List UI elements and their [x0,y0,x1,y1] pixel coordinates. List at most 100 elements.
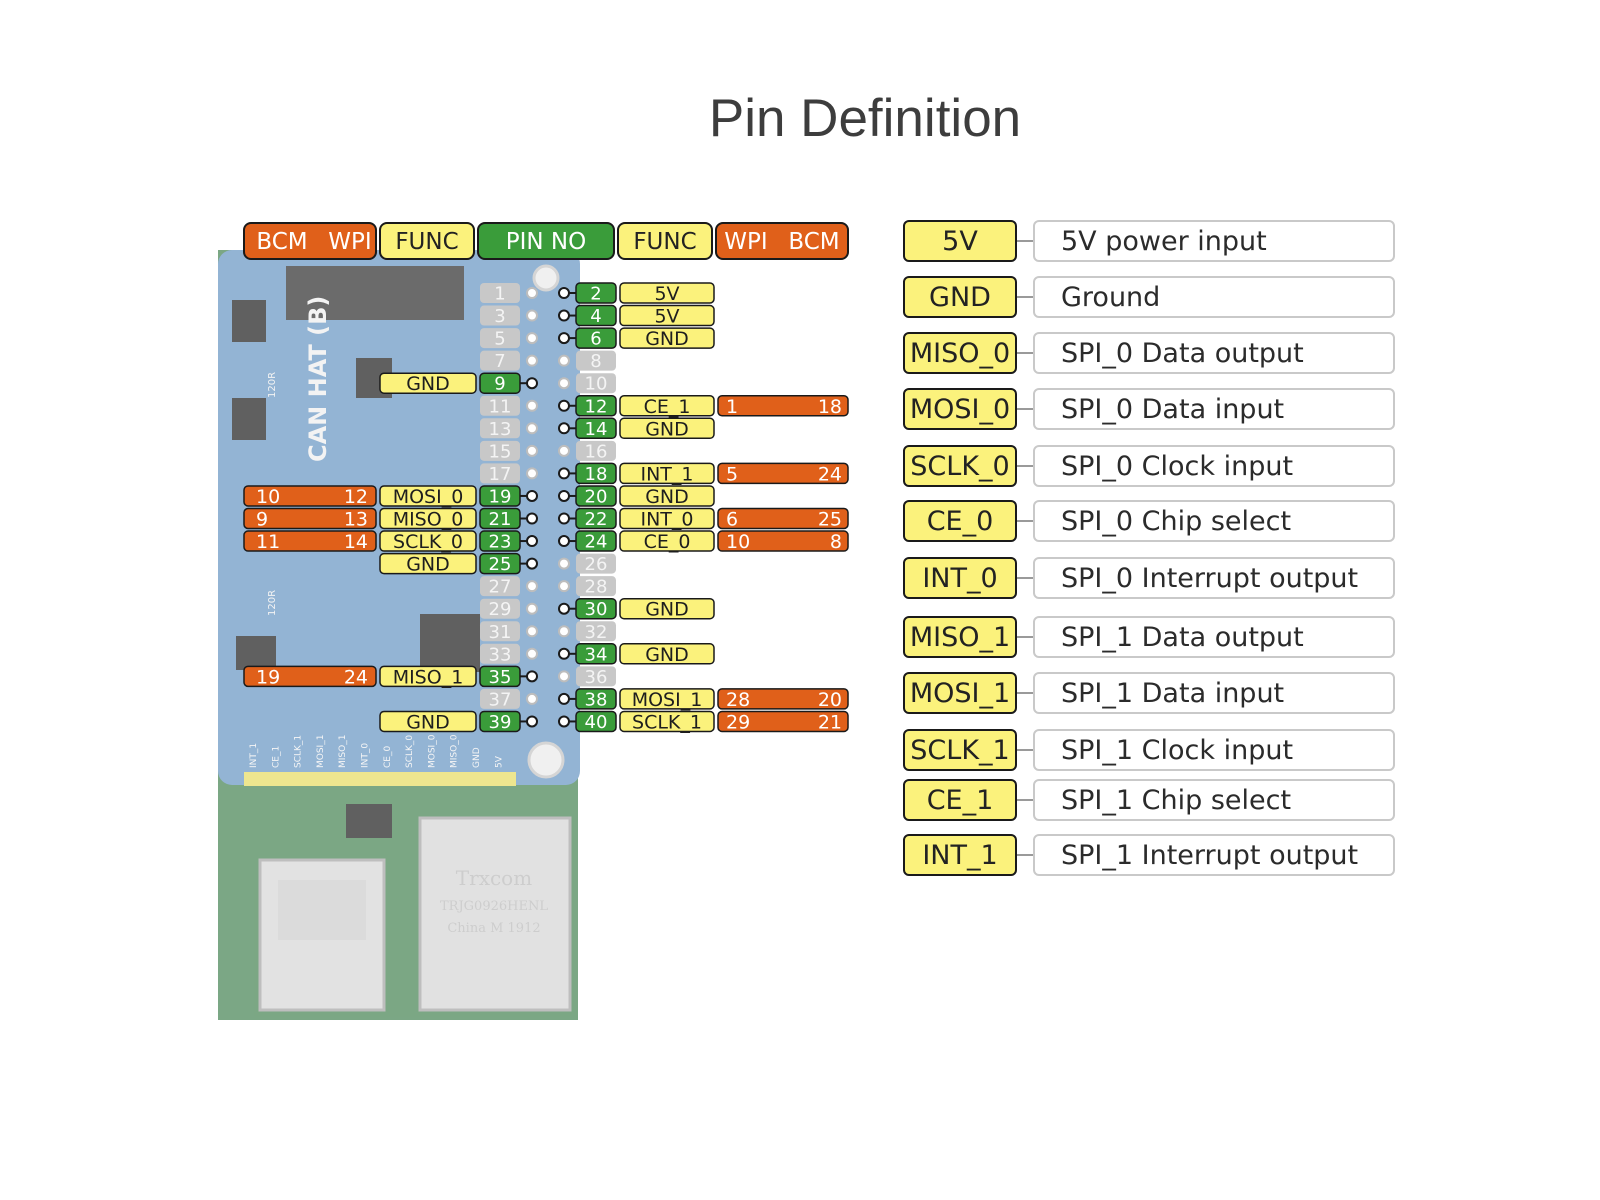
pin-number: 34 [585,644,608,665]
legend-connector [1017,240,1033,242]
pin-number-box [480,576,520,597]
func-label: GND [645,599,689,621]
pin-number-box [480,305,520,326]
header-pin [558,602,570,615]
func-box [619,507,715,530]
header-pin [558,332,570,345]
header-pin [526,535,538,548]
header-pin [558,715,570,728]
wpi-number: 12 [344,486,368,508]
pin-number: 14 [585,419,608,440]
legend-row: GND Ground [903,276,1403,320]
pin-number: 11 [489,396,512,417]
wpi-number: 10 [726,531,750,553]
func-box [619,395,715,417]
pin-number: 35 [489,667,512,688]
pin-number: 27 [489,577,512,598]
chip [236,636,276,670]
pin-number-box [480,643,520,664]
bcm-number: 8 [830,531,842,553]
header-cell [617,222,713,260]
bcm-number: 19 [256,666,280,688]
header-pin [526,467,538,480]
header-pin [526,309,538,322]
pin-number: 7 [494,351,505,372]
header-pin [526,625,538,638]
legend-description: SPI_1 Chip select [1033,779,1395,821]
header-silkscreen-label: INT_1 [249,743,259,768]
func-box [619,710,715,733]
pin-number-box [576,553,616,574]
pin-number: 21 [489,509,512,530]
bcm-wpi-box [243,530,377,552]
header-silkscreen-label: MOSI_0 [427,734,437,768]
pin-number: 5 [494,329,505,350]
legend-connector [1017,749,1033,751]
legend-signal: GND [903,276,1017,318]
pin-number: 10 [585,374,608,395]
wpi-number: 29 [726,711,750,733]
legend-connector [1017,520,1033,522]
legend-signal: SCLK_0 [903,445,1017,487]
chip [232,300,266,342]
pin-number: 30 [585,599,608,620]
header-pin [558,354,570,367]
header-pin [558,422,570,435]
bcm-wpi-box [243,507,377,530]
legend-description: SPI_0 Clock input [1033,445,1395,487]
func-box [619,417,715,440]
bcm-number: 18 [818,396,842,418]
pin-number: 37 [489,689,512,710]
func-label: 5V [654,306,679,328]
func-label: INT_0 [640,509,693,531]
func-box [619,688,715,710]
legend-description: SPI_1 Clock input [1033,729,1395,771]
legend-description: SPI_1 Interrupt output [1033,834,1395,876]
pin-number-box [480,440,520,461]
legend-connector [1017,296,1033,298]
header-pin [526,354,538,367]
pin-number-box [576,440,616,461]
board-title: CAN HAT (B) [304,296,332,462]
legend-signal: CE_0 [903,500,1017,542]
pin-number: 13 [489,419,512,440]
pin-number-box [480,328,520,349]
pin-number: 22 [585,509,608,530]
func-label: MISO_1 [393,666,464,688]
bcm-wpi-box [717,710,849,733]
func-label: GND [406,711,450,733]
func-label: 5V [654,283,679,305]
header-pin [558,535,570,548]
header-pin [558,670,570,683]
pin-number-box [480,350,520,371]
header-pin [558,489,570,502]
pin-number: 1 [494,284,505,305]
legend-signal: SCLK_1 [903,729,1017,771]
legend-signal: MISO_0 [903,332,1017,374]
resistor-label: 120R [267,372,278,398]
func-box [619,530,715,552]
header-label: BCM [256,229,307,255]
pin-header-strip [244,772,516,786]
header-cell [477,222,615,260]
header-pin [526,602,538,615]
func-box [379,507,477,530]
header-pin [526,512,538,525]
legend-description: Ground [1033,276,1395,318]
func-box [619,462,715,485]
pin-number: 39 [489,712,512,733]
header-pin [526,489,538,502]
header-silkscreen-label: INT_0 [361,743,371,768]
